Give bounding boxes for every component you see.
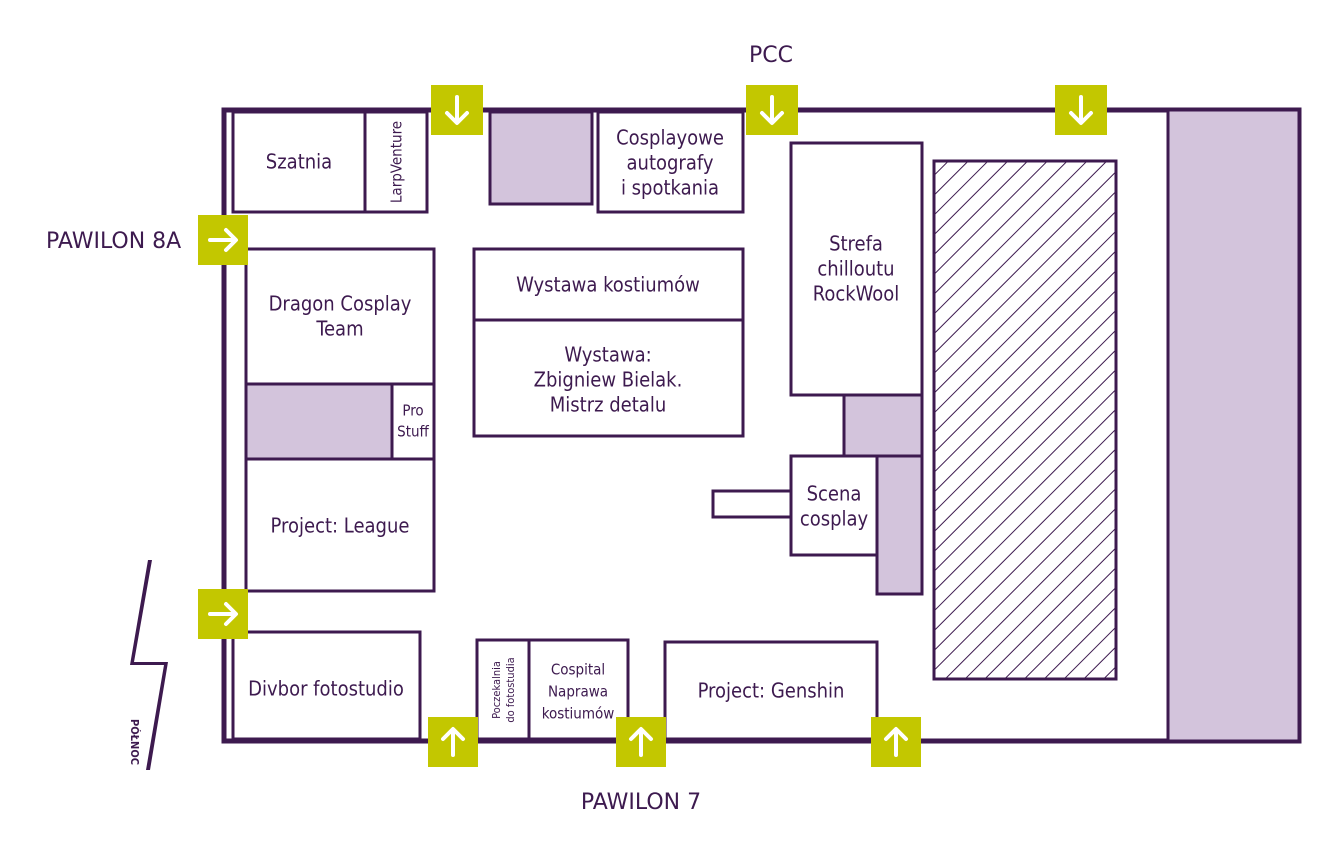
exit-label-pcc: PCC bbox=[749, 43, 793, 68]
restricted-area bbox=[932, 159, 1118, 681]
entrance-bottom-1[interactable] bbox=[428, 717, 478, 767]
north-compass-icon bbox=[130, 560, 168, 770]
arrow-right-icon bbox=[208, 228, 238, 252]
room-label-line: Cospital bbox=[551, 661, 605, 679]
room-wystawa-kostiumow[interactable]: Wystawa kostiumów bbox=[472, 247, 745, 322]
room-label-line: chilloutu bbox=[817, 257, 894, 281]
room-label-line: i spotkania bbox=[621, 176, 719, 200]
room-szatnia[interactable]: Szatnia bbox=[231, 110, 367, 214]
unlabeled-area bbox=[875, 454, 924, 596]
unlabeled-area bbox=[488, 110, 594, 206]
room-label-line: Zbigniew Bielak. bbox=[534, 368, 683, 392]
room-divbor-fotostudio[interactable]: Divbor fotostudio bbox=[231, 630, 422, 741]
entrance-left-2[interactable] bbox=[198, 589, 248, 639]
room-cosplay-autografy[interactable]: Cosplayowe autografy i spotkania bbox=[596, 110, 745, 214]
entrance-top-3[interactable] bbox=[1055, 85, 1107, 135]
room-label-line: cosplay bbox=[800, 507, 869, 531]
room-label-line: Stuff bbox=[397, 423, 429, 441]
room-poczekalnia[interactable]: Poczekalnia do fotostudia bbox=[475, 638, 531, 741]
room-label: Project: Genshin bbox=[698, 679, 845, 703]
entrance-bottom-pawilon-7[interactable] bbox=[616, 717, 666, 767]
room-label: Divbor fotostudio bbox=[248, 677, 404, 701]
room-project-genshin[interactable]: Project: Genshin bbox=[663, 640, 879, 741]
exit-label-pawilon-7: PAWILON 7 bbox=[581, 790, 701, 815]
room-label-line: Pro bbox=[402, 402, 423, 420]
arrow-down-icon bbox=[445, 95, 469, 125]
room-dragon-cosplay[interactable]: Dragon Cosplay Team bbox=[244, 247, 436, 386]
arrow-right-icon bbox=[208, 602, 238, 626]
room-label: Project: League bbox=[271, 514, 410, 538]
room-pro-stuff[interactable]: Pro Stuff bbox=[390, 382, 436, 461]
room-scena-cosplay[interactable]: Scena cosplay bbox=[789, 454, 879, 557]
room-label-line: Mistrz detalu bbox=[550, 393, 666, 417]
unlabeled-area bbox=[842, 393, 924, 458]
arrow-down-icon bbox=[1069, 95, 1093, 125]
room-chillout[interactable]: Strefa chilloutu RockWool bbox=[789, 141, 924, 397]
entrance-bottom-3[interactable] bbox=[871, 717, 921, 767]
stage-runway bbox=[711, 489, 793, 519]
arrow-down-icon bbox=[760, 95, 784, 125]
room-cospital[interactable]: Cospital Naprawa kostiumów bbox=[527, 638, 630, 741]
arrow-up-icon bbox=[441, 727, 465, 757]
room-label: LarpVenture bbox=[388, 121, 406, 203]
entrance-top-1[interactable] bbox=[431, 85, 483, 135]
entrance-top-pcc[interactable] bbox=[746, 85, 798, 135]
room-label: Wystawa kostiumów bbox=[516, 273, 700, 297]
room-label-line: kostiumów bbox=[542, 705, 615, 723]
room-label-line: Scena bbox=[807, 482, 862, 506]
unlabeled-area bbox=[244, 382, 394, 461]
arrow-up-icon bbox=[629, 727, 653, 757]
room-label-line: autografy bbox=[627, 151, 714, 175]
north-compass: PÓŁNOC bbox=[128, 560, 168, 770]
compass-label: PÓŁNOC bbox=[128, 719, 141, 765]
room-label: Szatnia bbox=[266, 150, 332, 174]
room-label-line: Naprawa bbox=[548, 683, 608, 701]
room-project-league[interactable]: Project: League bbox=[244, 457, 436, 593]
entrance-left-pawilon-8a[interactable] bbox=[198, 215, 248, 265]
side-area bbox=[1166, 108, 1301, 743]
room-label-line: Cosplayowe bbox=[616, 126, 724, 150]
room-label-line: do fotostudia bbox=[504, 657, 517, 722]
arrow-up-icon bbox=[884, 727, 908, 757]
room-label-line: Wystawa: bbox=[564, 343, 651, 367]
room-larpventure[interactable]: LarpVenture bbox=[363, 110, 429, 214]
room-wystawa-bielak[interactable]: Wystawa: Zbigniew Bielak. Mistrz detalu bbox=[472, 318, 745, 438]
room-label-line: Team bbox=[315, 317, 363, 341]
room-label-line: Poczekalnia bbox=[490, 661, 503, 719]
exit-label-pawilon-8a: PAWILON 8A bbox=[46, 229, 181, 254]
room-label-line: Dragon Cosplay bbox=[269, 292, 412, 316]
room-label-line: Strefa bbox=[829, 232, 883, 256]
room-label-line: RockWool bbox=[813, 282, 900, 306]
